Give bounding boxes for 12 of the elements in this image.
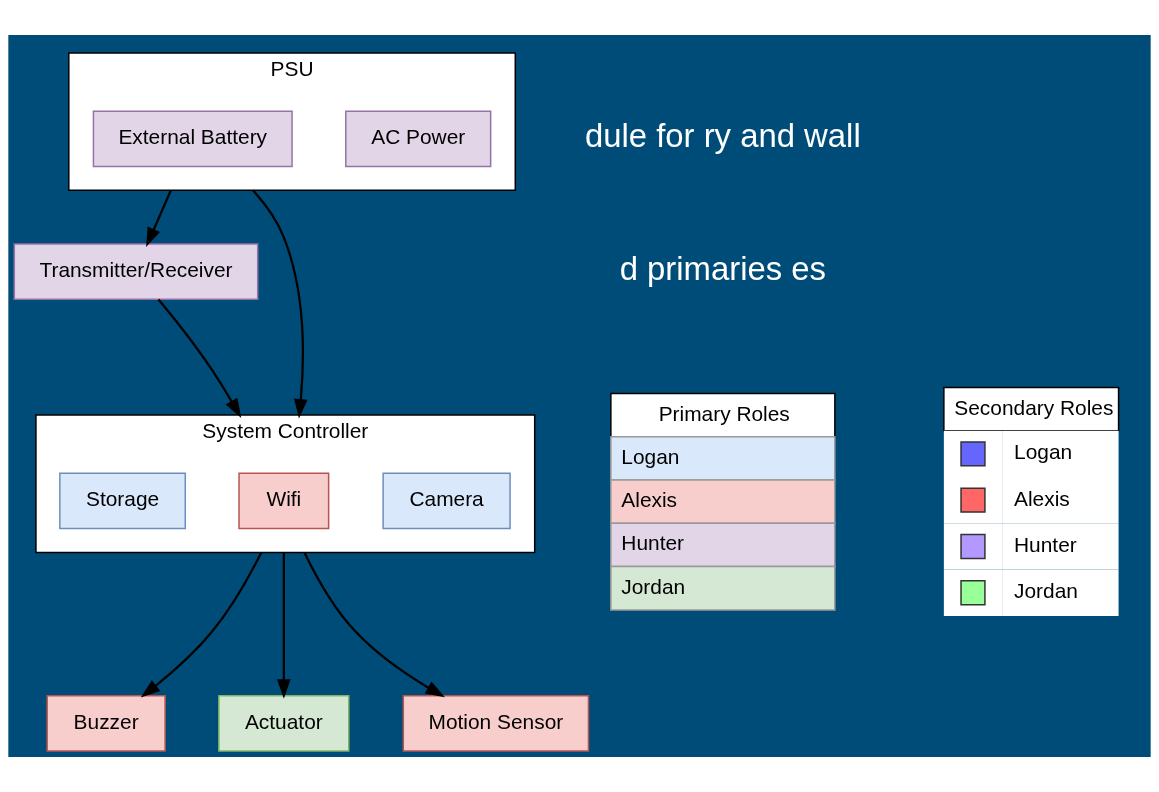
label: dule for ry and wall <box>585 117 861 155</box>
legend-label: Jordan <box>621 574 686 598</box>
legend-label: Alexis <box>1014 486 1070 510</box>
legend-label: Logan <box>1014 440 1073 464</box>
label: d primaries es <box>619 250 826 288</box>
legend-label: Hunter <box>1014 532 1077 556</box>
legend-label: Alexis <box>621 488 678 512</box>
legend-label: Logan <box>621 444 680 468</box>
legend-label: Jordan <box>1014 579 1078 603</box>
legend-label: Hunter <box>621 531 685 555</box>
label: Primary Roles <box>658 401 790 425</box>
label: Secondary Roles <box>954 395 1114 419</box>
